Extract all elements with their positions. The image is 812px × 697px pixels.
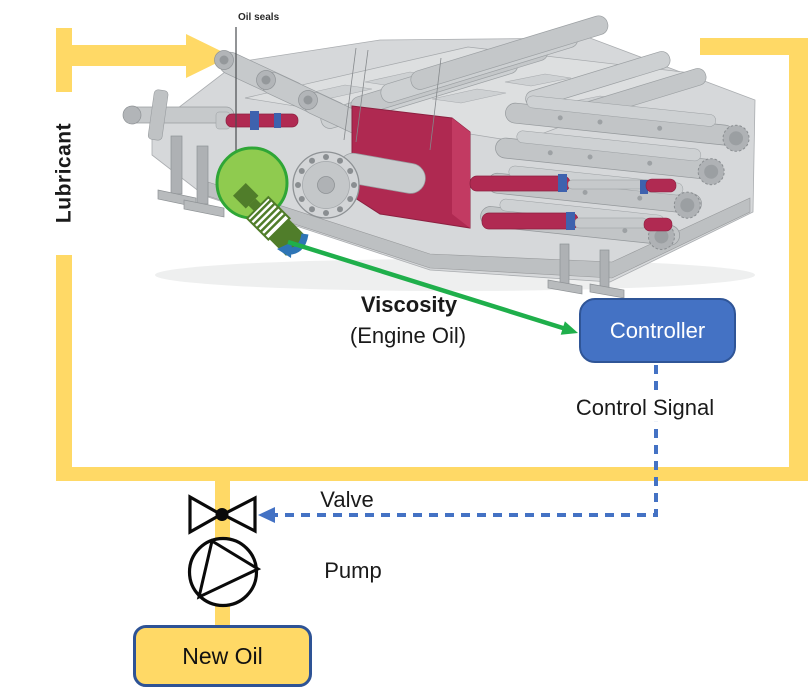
control-signal-label: Control Signal bbox=[568, 393, 722, 423]
engine-top-covers bbox=[320, 15, 707, 129]
engine-crank-rods bbox=[215, 111, 677, 232]
oil-seals-label: Oil seals bbox=[238, 12, 280, 23]
right-pipe bbox=[789, 38, 808, 481]
sensor-probe bbox=[233, 183, 306, 256]
control-signal-arrowhead bbox=[258, 507, 275, 523]
viscosity-measurement-arrow bbox=[287, 239, 578, 335]
valve-icon bbox=[188, 494, 257, 535]
left-pipe-bottom-segment bbox=[56, 255, 72, 481]
engine-legs bbox=[157, 135, 625, 299]
engine-flywheel bbox=[292, 151, 360, 219]
controller-label: Controller bbox=[609, 317, 706, 343]
flow-arrow-icon bbox=[64, 34, 231, 78]
controller-node: Controller bbox=[579, 298, 736, 363]
pump-label: Pump bbox=[324, 557, 382, 583]
new-oil-node: New Oil bbox=[133, 625, 312, 687]
new-oil-label: New Oil bbox=[182, 642, 263, 669]
engine-oil-label: (Engine Oil) bbox=[349, 322, 467, 348]
engine-left-shaft-assembly bbox=[122, 89, 235, 141]
valve-label: Valve bbox=[320, 486, 374, 512]
bottom-return-pipe bbox=[56, 467, 808, 481]
probe-drop-arrow-icon bbox=[277, 233, 309, 258]
pump-icon bbox=[187, 536, 262, 608]
engine-callout-lines bbox=[235, 27, 442, 168]
top-right-pipe bbox=[700, 38, 808, 55]
viscosity-label: Viscosity bbox=[360, 291, 458, 317]
lubricant-label: Lubricant bbox=[52, 122, 76, 224]
engine-illustration bbox=[122, 15, 756, 299]
viscosity-sensor-icon bbox=[215, 146, 309, 258]
control-signal-line bbox=[258, 365, 658, 523]
